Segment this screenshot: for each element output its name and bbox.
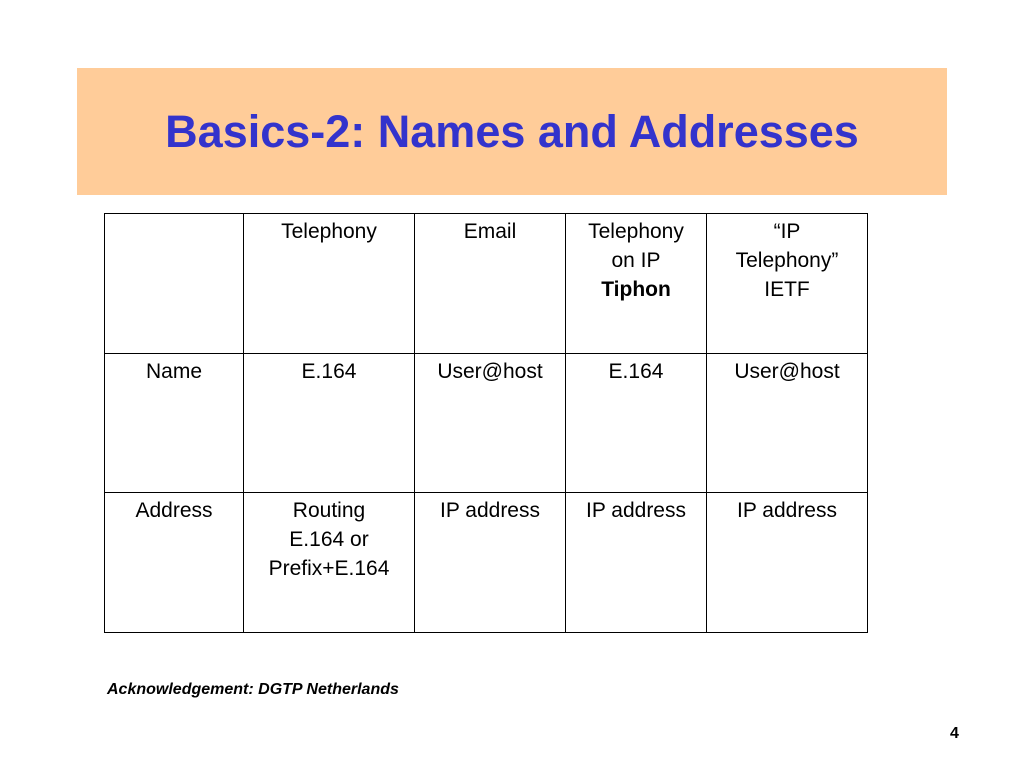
row-label-name: Name xyxy=(104,353,244,493)
header-line: Telephony” xyxy=(735,249,839,272)
names-addresses-table: Telephony Email Telephony on IP Tiphon “… xyxy=(104,213,868,633)
table-row-name: Name E.164 User@host E.164 User@host xyxy=(104,353,868,493)
table-cell: User@host xyxy=(414,353,566,493)
table-row-address: Address Routing E.164 or Prefix+E.164 IP… xyxy=(104,492,868,633)
table-cell: E.164 xyxy=(565,353,707,493)
acknowledgement-note: Acknowledgement: DGTP Netherlands xyxy=(107,681,399,698)
table-cell: IP address xyxy=(706,492,868,633)
cell-line: E.164 or xyxy=(289,528,369,551)
slide-title: Basics-2: Names and Addresses xyxy=(165,105,859,157)
header-line: IETF xyxy=(764,278,810,301)
table-header-row: Telephony Email Telephony on IP Tiphon “… xyxy=(104,213,868,354)
cell-line: Prefix+E.164 xyxy=(268,557,390,580)
header-line-bold: Tiphon xyxy=(601,278,671,301)
page-number: 4 xyxy=(950,725,959,742)
column-header-ietf: “IP Telephony” IETF xyxy=(706,213,868,354)
header-line: “IP xyxy=(773,220,801,243)
title-banner: Basics-2: Names and Addresses xyxy=(77,68,947,195)
table-cell: User@host xyxy=(706,353,868,493)
table-cell: E.164 xyxy=(243,353,415,493)
table-cell: IP address xyxy=(565,492,707,633)
column-header-tiphon: Telephony on IP Tiphon xyxy=(565,213,707,354)
cell-line: Routing xyxy=(292,499,366,522)
table-cell: Routing E.164 or Prefix+E.164 xyxy=(243,492,415,633)
header-line: on IP xyxy=(611,249,661,272)
header-line: Telephony xyxy=(588,220,684,243)
row-label-address: Address xyxy=(104,492,244,633)
table-cell: IP address xyxy=(414,492,566,633)
column-header-telephony: Telephony xyxy=(243,213,415,354)
column-header-email: Email xyxy=(414,213,566,354)
table-cell-empty xyxy=(104,213,244,354)
